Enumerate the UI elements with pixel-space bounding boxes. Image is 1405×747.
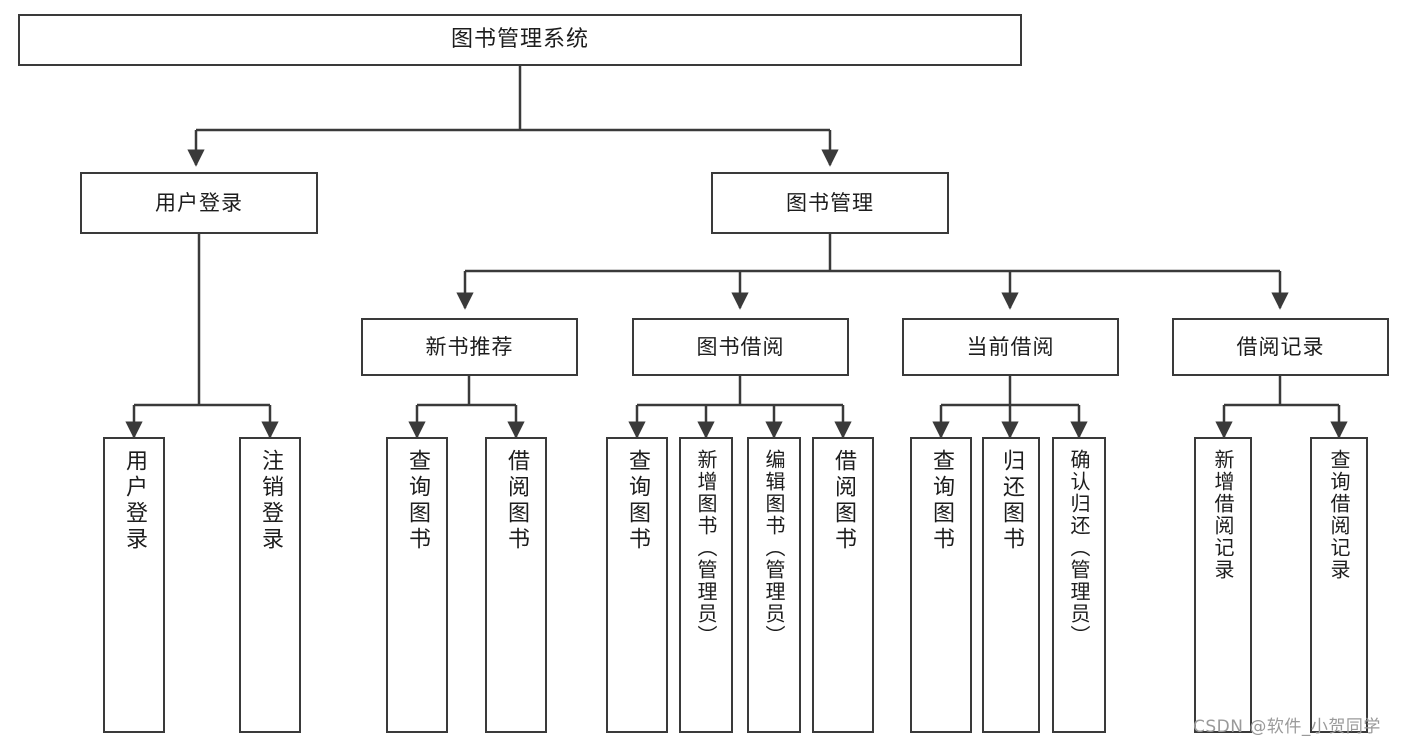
leaf-new-book-query-label: 查询图书 bbox=[405, 449, 430, 553]
leaf-current-query-book[interactable]: 查询图书 bbox=[910, 437, 972, 733]
leaf-borrow-borrow-book[interactable]: 借阅图书 bbox=[812, 437, 874, 733]
leaf-current-query-book-label: 查询图书 bbox=[929, 449, 954, 553]
node-new-book-recommend[interactable]: 新书推荐 bbox=[361, 318, 578, 376]
leaf-user-login-logout-label: 注销登录 bbox=[258, 449, 283, 553]
node-book-management-label: 图书管理 bbox=[786, 190, 874, 215]
leaf-borrow-borrow-book-label: 借阅图书 bbox=[831, 449, 856, 553]
leaf-borrow-query-book[interactable]: 查询图书 bbox=[606, 437, 668, 733]
leaf-new-book-borrow[interactable]: 借阅图书 bbox=[485, 437, 547, 733]
node-user-login-label: 用户登录 bbox=[155, 190, 243, 215]
leaf-borrow-edit-book-admin-label: 编辑图书（管理员） bbox=[762, 449, 786, 647]
node-root-label: 图书管理系统 bbox=[450, 27, 589, 53]
leaf-new-book-query[interactable]: 查询图书 bbox=[386, 437, 448, 733]
node-book-borrow-label: 图书借阅 bbox=[696, 334, 785, 359]
leaf-record-add-record-label: 新增借阅记录 bbox=[1211, 449, 1235, 581]
node-user-login[interactable]: 用户登录 bbox=[80, 172, 318, 234]
leaf-current-return-book[interactable]: 归还图书 bbox=[982, 437, 1040, 733]
leaf-user-login-login-label: 用户登录 bbox=[122, 449, 147, 553]
leaf-record-query-record[interactable]: 查询借阅记录 bbox=[1310, 437, 1368, 733]
leaf-current-confirm-return-admin-label: 确认归还（管理员） bbox=[1067, 449, 1091, 647]
leaf-borrow-add-book-admin-label: 新增图书（管理员） bbox=[694, 449, 718, 647]
leaf-user-login-login[interactable]: 用户登录 bbox=[103, 437, 165, 733]
node-current-borrow-label: 当前借阅 bbox=[966, 334, 1055, 359]
leaf-borrow-add-book-admin[interactable]: 新增图书（管理员） bbox=[679, 437, 733, 733]
leaf-borrow-query-book-label: 查询图书 bbox=[625, 449, 650, 553]
node-current-borrow[interactable]: 当前借阅 bbox=[902, 318, 1119, 376]
leaf-borrow-edit-book-admin[interactable]: 编辑图书（管理员） bbox=[747, 437, 801, 733]
leaf-new-book-borrow-label: 借阅图书 bbox=[504, 449, 529, 553]
leaf-record-add-record[interactable]: 新增借阅记录 bbox=[1194, 437, 1252, 733]
node-borrow-record[interactable]: 借阅记录 bbox=[1172, 318, 1389, 376]
leaf-current-return-book-label: 归还图书 bbox=[999, 449, 1024, 553]
node-root[interactable]: 图书管理系统 bbox=[18, 14, 1022, 66]
leaf-current-confirm-return-admin[interactable]: 确认归还（管理员） bbox=[1052, 437, 1106, 733]
node-book-borrow[interactable]: 图书借阅 bbox=[632, 318, 849, 376]
leaf-user-login-logout[interactable]: 注销登录 bbox=[239, 437, 301, 733]
node-book-management[interactable]: 图书管理 bbox=[711, 172, 949, 234]
node-borrow-record-label: 借阅记录 bbox=[1236, 334, 1325, 359]
node-new-book-recommend-label: 新书推荐 bbox=[425, 334, 514, 359]
leaf-record-query-record-label: 查询借阅记录 bbox=[1327, 449, 1351, 581]
